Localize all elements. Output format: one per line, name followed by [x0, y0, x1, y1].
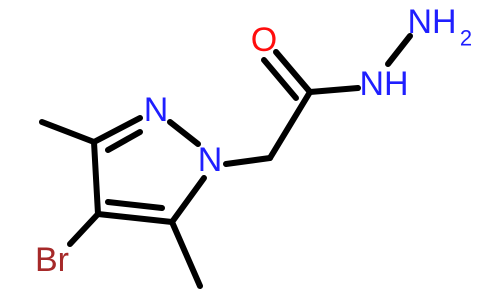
bond-c3-n2: [91, 115, 143, 145]
bond-c5-c4-double: [105, 199, 165, 211]
bond-carbonyl-o: [273, 49, 313, 95]
bond-c4-br: [67, 211, 101, 247]
bond-c4-c3: [91, 139, 101, 217]
bond-c3-n2-double: [105, 129, 143, 153]
bond-carbonyl-o-double: [261, 57, 299, 101]
bond-ch2-carbonyl: [267, 89, 313, 161]
bonds: [39, 33, 413, 289]
bond-carbonyl-nh: [307, 85, 361, 95]
bond-n1-ch2: [223, 155, 273, 167]
atom-nh2-label: NH: [407, 3, 456, 41]
bond-nh-nh2: [385, 33, 413, 67]
bond-c5-methyl: [169, 219, 203, 289]
bond-n2-n1: [167, 119, 201, 147]
atom-br-label: Br: [35, 241, 69, 279]
bond-n1-c5: [169, 175, 207, 225]
atom-o-label: O: [251, 21, 277, 59]
atom-nh2-subscript: 2: [460, 26, 472, 51]
atom-nh-label: NH: [359, 65, 408, 103]
atom-labels: N N Br O NH NH 2: [35, 3, 472, 279]
atom-n1-label: N: [198, 141, 223, 179]
bond-c3-methyl: [39, 119, 97, 145]
atom-n2-label: N: [144, 91, 169, 129]
bond-c5-c4: [95, 211, 175, 225]
